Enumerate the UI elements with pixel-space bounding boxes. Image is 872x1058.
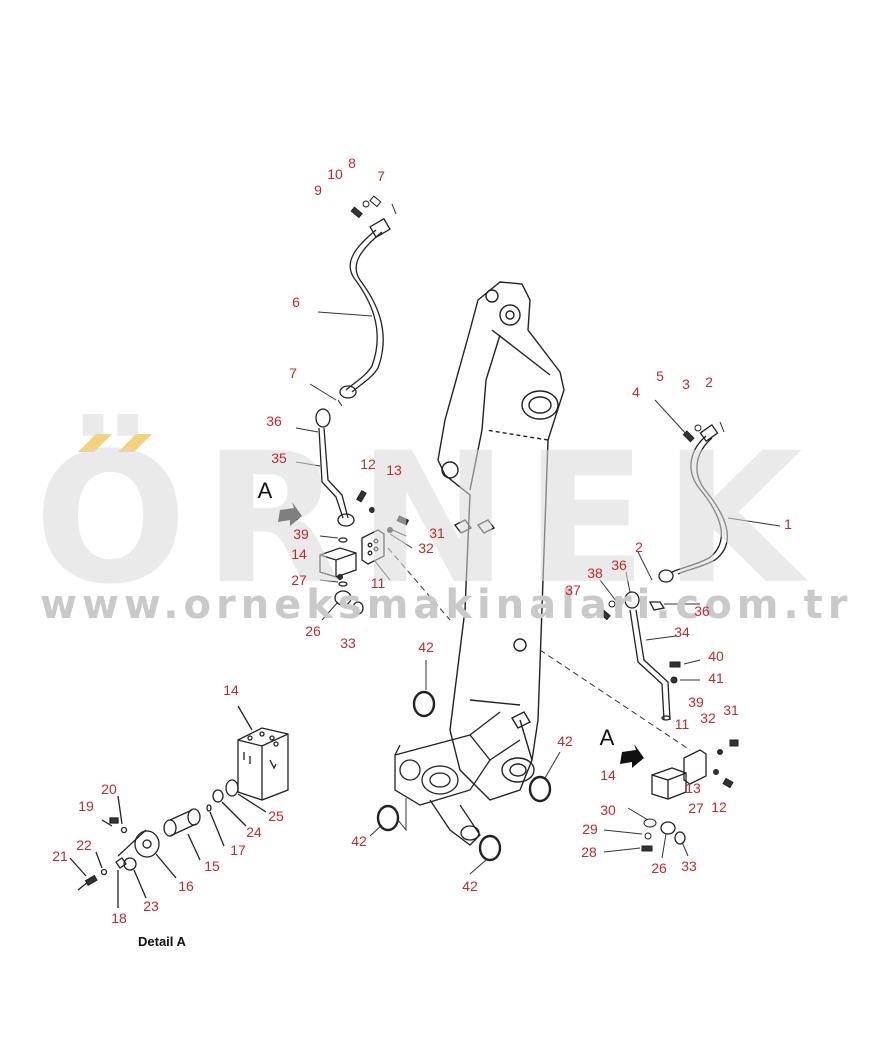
part-callout-12: 12	[711, 799, 727, 815]
hose-1	[658, 423, 728, 583]
bucket-linkage	[394, 711, 521, 846]
part-callout-36: 36	[694, 603, 710, 619]
part-callout-32: 32	[418, 540, 434, 556]
part-callout-13: 13	[685, 780, 701, 796]
part-callout-14: 14	[223, 682, 239, 698]
watermark-accent	[78, 434, 152, 452]
part-callout-5: 5	[656, 368, 664, 384]
view-label-a-right: A	[599, 725, 615, 750]
part-callout-30: 30	[600, 802, 616, 818]
part-callout-3: 3	[682, 376, 690, 392]
part-callout-19: 19	[78, 798, 94, 814]
part-callout-39: 39	[688, 694, 704, 710]
part-callout-2: 2	[705, 374, 713, 390]
view-label-a-left: A	[257, 478, 273, 503]
part-callout-12: 12	[360, 456, 376, 472]
part-callout-14: 14	[600, 767, 616, 783]
part-callout-41: 41	[708, 670, 724, 686]
boom-arm	[437, 281, 565, 801]
detail-a-parts	[69, 705, 289, 908]
part-callout-36: 36	[266, 413, 282, 429]
part-callout-21: 21	[52, 848, 68, 864]
part-callout-31: 31	[723, 702, 739, 718]
part-callout-26: 26	[651, 860, 667, 876]
part-callout-4: 4	[632, 384, 640, 400]
part-callout-2: 2	[635, 539, 643, 555]
part-callout-15: 15	[204, 858, 220, 874]
part-callout-33: 33	[340, 635, 356, 651]
part-callout-38: 38	[587, 565, 603, 581]
part-callout-34: 34	[674, 624, 690, 640]
part-callout-42: 42	[462, 878, 478, 894]
part-callout-25: 25	[268, 808, 284, 824]
part-callout-27: 27	[291, 572, 307, 588]
view-arrow-right	[620, 744, 644, 768]
part-callout-42: 42	[418, 639, 434, 655]
part-callout-17: 17	[230, 842, 246, 858]
valve-block-14-right	[651, 715, 707, 845]
part-callout-27: 27	[688, 800, 704, 816]
detail-a-caption: Detail A	[138, 934, 186, 949]
pipe-35	[315, 408, 355, 527]
part-callout-42: 42	[557, 733, 573, 749]
o-rings-42	[376, 690, 552, 862]
part-callout-40: 40	[708, 648, 724, 664]
view-arrow-left	[278, 502, 302, 526]
part-callout-42: 42	[351, 833, 367, 849]
part-callout-35: 35	[271, 450, 287, 466]
part-callout-8: 8	[348, 155, 356, 171]
valve-block-14-left	[319, 529, 385, 615]
part-callout-32: 32	[700, 710, 716, 726]
part-callout-20: 20	[101, 781, 117, 797]
pipe-34	[624, 591, 671, 721]
part-callout-1: 1	[784, 516, 792, 532]
part-callout-9: 9	[314, 182, 322, 198]
leader-lines	[295, 311, 781, 875]
part-callout-37: 37	[565, 582, 581, 598]
part-callout-16: 16	[178, 878, 194, 894]
part-callout-28: 28	[581, 844, 597, 860]
hose-6	[339, 217, 391, 399]
part-callout-39: 39	[293, 526, 309, 542]
part-callout-26: 26	[305, 623, 321, 639]
part-callout-7: 7	[377, 168, 385, 184]
part-callout-29: 29	[582, 821, 598, 837]
part-callout-24: 24	[246, 824, 262, 840]
watermark-url: www.orneksmakinalari.com.tr	[40, 582, 853, 628]
part-callout-22: 22	[76, 837, 92, 853]
part-callout-23: 23	[143, 898, 159, 914]
part-callout-33: 33	[681, 858, 697, 874]
part-callout-11: 11	[370, 575, 386, 591]
part-callout-36: 36	[611, 557, 627, 573]
part-callout-7: 7	[289, 365, 297, 381]
part-callout-10: 10	[327, 166, 343, 182]
part-callout-11: 11	[674, 716, 690, 732]
part-callout-31: 31	[429, 525, 445, 541]
watermark-brand: ÖRNEK	[34, 415, 819, 624]
part-callout-6: 6	[292, 294, 300, 310]
fasteners	[337, 195, 739, 852]
part-callout-13: 13	[386, 462, 402, 478]
part-callout-18: 18	[111, 910, 127, 926]
part-callout-14: 14	[291, 546, 307, 562]
